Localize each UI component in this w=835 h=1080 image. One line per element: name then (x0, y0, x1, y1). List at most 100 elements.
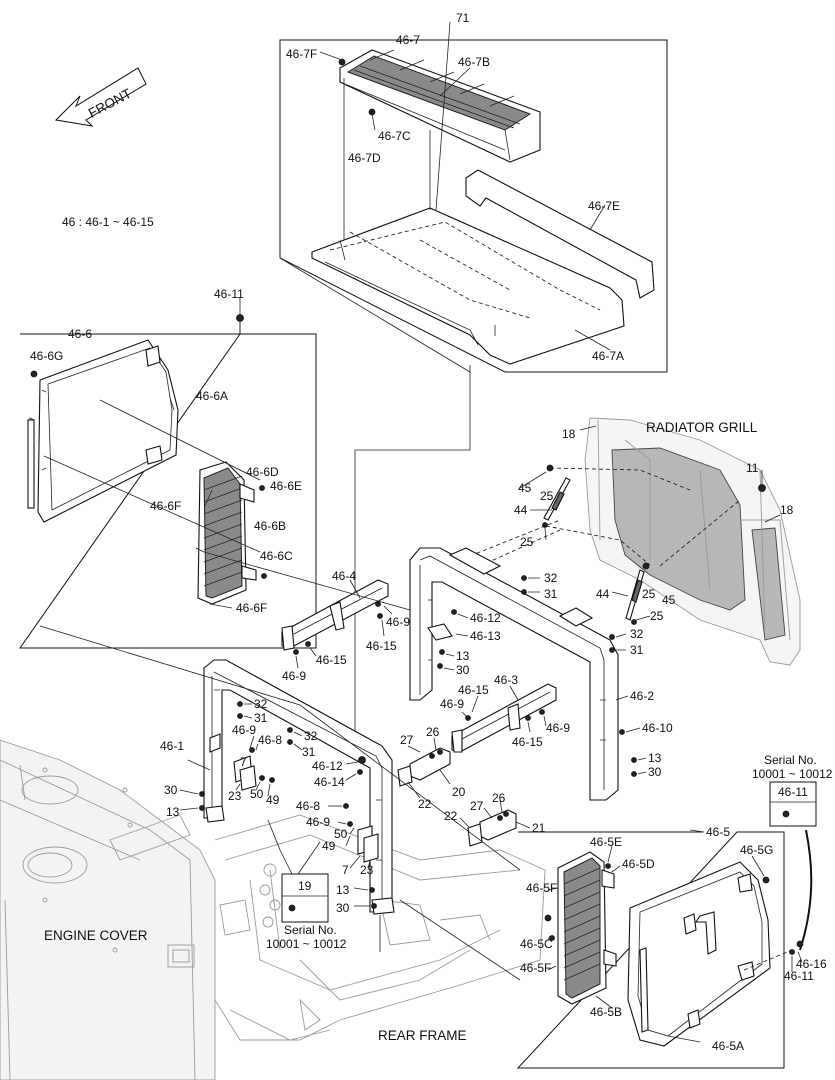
label-46-6C: 46-6C (260, 549, 293, 563)
label-radiator-grill: RADIATOR GRILL (646, 420, 758, 435)
label-46-15-d: 46-15 (512, 735, 543, 749)
label-32-b: 32 (630, 627, 644, 641)
label-26-b: 26 (492, 791, 506, 805)
label-46-5B: 46-5B (590, 1005, 622, 1019)
group-46-5: 46-5 46-5E 46-5D 46-5G 46-5F 46-5C 46-5F… (516, 825, 827, 1069)
label-46-9-c: 46-9 (440, 697, 464, 711)
label-46-12-b: 46-12 (312, 759, 343, 773)
group-46-7: 46-7 71 46-7F 46-7B 46-7C 46-7D 46-7E 46… (279, 11, 668, 373)
label-27-b: 27 (470, 799, 484, 813)
label-45-a: 45 (518, 481, 532, 495)
label-49-b: 49 (322, 839, 336, 853)
crossbar-46-4: 46-4 46-9 46-15 46-15 46-9 (281, 569, 410, 683)
label-46-9-e: 46-9 (232, 723, 256, 737)
label-46-5C: 46-5C (520, 937, 553, 951)
label-32-d: 32 (304, 729, 318, 743)
label-11: 11 (746, 461, 759, 475)
serial-box-46-11: Serial No. 10001 ~ 10012 46-11 (752, 753, 833, 951)
label-25-b: 25 (520, 535, 534, 549)
label-46-14: 46-14 (314, 775, 345, 789)
label-45-b: 45 (662, 593, 676, 607)
crossbar-46-3: 46-3 46-15 46-9 46-9 46-15 (440, 673, 570, 753)
label-46-11-top: 46-11 (214, 287, 244, 301)
rear-frame-background (214, 814, 546, 1041)
label-21: 21 (532, 821, 546, 835)
label-23-a: 23 (228, 789, 242, 803)
label-13-a: 13 (456, 649, 470, 663)
label-26-a: 26 (426, 725, 440, 739)
label-46-5F-b: 46-5F (520, 961, 551, 975)
label-50-a: 50 (250, 787, 264, 801)
label-46-11-sn: 46-11 (778, 785, 808, 799)
serial-box-19: 19 Serial No. 10001 ~ 10012 (266, 819, 347, 951)
label-rear-frame: REAR FRAME (378, 1028, 467, 1043)
label-engine-cover: ENGINE COVER (44, 928, 148, 943)
serial-note-top-line2: 10001 ~ 10012 (752, 767, 833, 781)
label-23-b: 23 (360, 863, 374, 877)
label-46-7: 46-7 (396, 33, 420, 47)
label-46-9-f: 46-9 (306, 815, 330, 829)
label-32-c: 32 (254, 697, 268, 711)
label-46-6: 46-6 (68, 327, 92, 341)
label-46-8-a: 46-8 (258, 733, 282, 747)
label-46-15-c: 46-15 (458, 683, 489, 697)
label-46-1: 46-1 (160, 739, 184, 753)
label-46-6D: 46-6D (246, 465, 279, 479)
label-46-5G: 46-5G (740, 843, 773, 857)
label-46-7E: 46-7E (588, 199, 620, 213)
label-30-a: 30 (456, 663, 470, 677)
label-44-b: 44 (596, 587, 610, 601)
radiator-grill: RADIATOR GRILL 18 11 18 (562, 417, 801, 666)
serial-note-bottom-line1: Serial No. (284, 923, 337, 937)
label-71: 71 (456, 11, 470, 25)
label-30-d: 30 (336, 901, 350, 915)
label-46-8-b: 46-8 (296, 799, 320, 813)
label-46-7D: 46-7D (348, 151, 381, 165)
serial-note-bottom-line2: 10001 ~ 10012 (266, 937, 347, 951)
label-25-c: 25 (642, 587, 656, 601)
label-46-16: 46-16 (796, 957, 827, 971)
label-46-6B: 46-6B (254, 519, 286, 533)
label-46-6E: 46-6E (270, 479, 302, 493)
label-46-12-a: 46-12 (470, 611, 501, 625)
label-22-a: 22 (418, 797, 432, 811)
front-arrow: FRONT (54, 67, 147, 127)
label-46-9-d: 46-9 (546, 721, 570, 735)
label-13-b: 13 (648, 751, 662, 765)
label-46-11-b: 46-11 (784, 969, 814, 983)
label-19: 19 (298, 879, 312, 893)
group-46-6: 46-11 46-6 46-6G 46-6A 46-6D 46-6E 46-6F… (19, 287, 317, 649)
label-46-6F-a: 46-6F (150, 499, 181, 513)
label-30-b: 30 (648, 765, 662, 779)
label-46-13: 46-13 (470, 629, 501, 643)
label-13-c: 13 (166, 805, 180, 819)
label-46-9-a: 46-9 (386, 615, 410, 629)
label-7-b: 7 (342, 863, 349, 877)
label-46-15-a: 46-15 (366, 639, 397, 653)
label-7-a: 7 (240, 755, 247, 769)
label-50-b: 50 (334, 827, 348, 841)
label-46-5E: 46-5E (590, 835, 622, 849)
label-46-5: 46-5 (706, 825, 730, 839)
label-25-a: 25 (540, 489, 554, 503)
label-46-15-b: 46-15 (316, 653, 347, 667)
serial-note-top-line1: Serial No. (764, 753, 817, 767)
label-46-6A: 46-6A (196, 389, 228, 403)
label-27-a: 27 (400, 733, 414, 747)
label-18-a: 18 (562, 427, 576, 441)
frame-46-1: 32 31 32 31 46-9 46-8 46-12 46-14 7 46-1… (160, 659, 395, 915)
brackets-20-21: 26 27 20 22 27 26 22 21 (397, 725, 546, 847)
frame-46-2: 32 31 32 31 46-12 46-13 13 30 46-2 46-10… (409, 547, 673, 801)
label-31-c: 31 (254, 711, 268, 725)
label-46-7B: 46-7B (458, 55, 490, 69)
label-46-5A: 46-5A (712, 1039, 744, 1053)
label-46-7C: 46-7C (378, 129, 411, 143)
label-46-7A: 46-7A (592, 349, 624, 363)
label-46-2: 46-2 (630, 689, 654, 703)
label-46-6G: 46-6G (30, 349, 63, 363)
label-46-10: 46-10 (642, 721, 673, 735)
engine-cover-background (0, 739, 216, 1080)
label-46-4: 46-4 (332, 569, 356, 583)
label-46-3: 46-3 (494, 673, 518, 687)
